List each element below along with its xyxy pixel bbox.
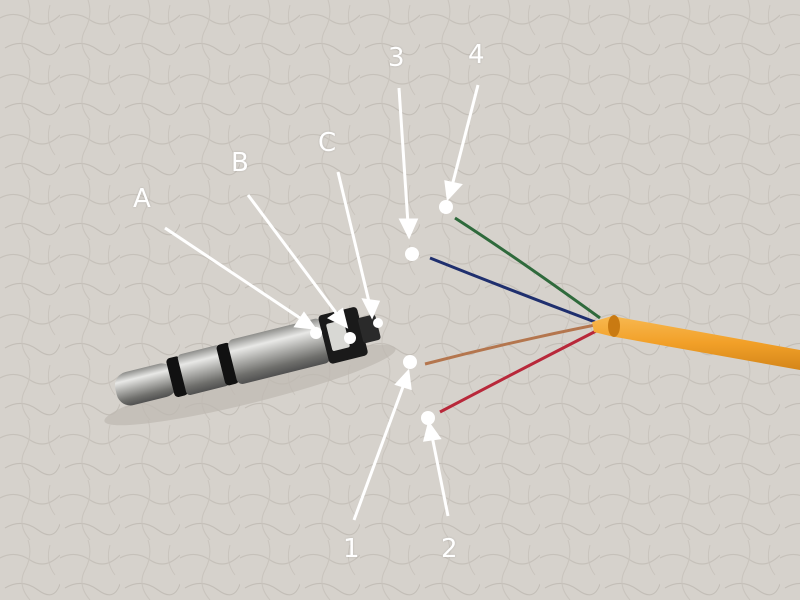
audio-jack-plug xyxy=(114,307,381,406)
annotation-dots xyxy=(310,200,453,425)
wire-red xyxy=(439,326,603,414)
label-1: 1 xyxy=(343,534,360,564)
label-4: 4 xyxy=(468,40,485,70)
orange-cable xyxy=(592,316,800,370)
label-c: C xyxy=(318,128,337,158)
label-2: 2 xyxy=(441,534,458,564)
wire-green xyxy=(454,216,601,320)
wire-copper xyxy=(424,322,601,366)
label-b: B xyxy=(231,148,249,178)
wire-bundle xyxy=(424,216,603,414)
wire-blue xyxy=(429,256,596,324)
label-a: A xyxy=(133,184,151,214)
annotation-arrows xyxy=(164,84,480,521)
label-3: 3 xyxy=(388,43,405,73)
